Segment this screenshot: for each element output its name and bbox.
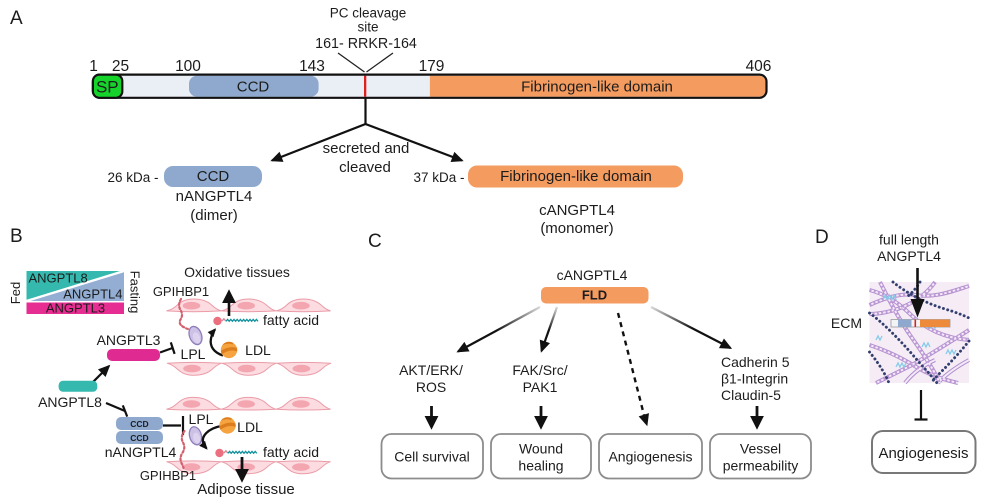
svg-text:permeability: permeability	[723, 458, 798, 474]
svg-text:PC cleavage: PC cleavage	[330, 6, 407, 21]
svg-text:cANGPTL4: cANGPTL4	[539, 202, 615, 219]
svg-text:B: B	[10, 226, 23, 247]
svg-text:LDL: LDL	[245, 342, 271, 358]
svg-text:nANGPTL4: nANGPTL4	[105, 444, 177, 460]
svg-text:Claudin-5: Claudin-5	[721, 387, 781, 403]
svg-text:GPIHBP1: GPIHBP1	[140, 468, 196, 483]
svg-text:A: A	[10, 8, 23, 29]
svg-text:fatty acid: fatty acid	[263, 312, 319, 328]
svg-text:FAK/Src/: FAK/Src/	[512, 362, 567, 378]
svg-text:ROS: ROS	[416, 379, 446, 395]
svg-text:179: 179	[419, 58, 445, 75]
svg-text:25: 25	[112, 58, 129, 75]
svg-text:Fed: Fed	[8, 282, 23, 304]
svg-text:GPIHBP1: GPIHBP1	[153, 284, 209, 299]
svg-text:Wound: Wound	[519, 441, 563, 457]
svg-text:LPL: LPL	[181, 346, 206, 362]
svg-text:CCD: CCD	[130, 433, 148, 443]
svg-text:secreted and: secreted and	[323, 140, 410, 157]
svg-text:SP: SP	[96, 78, 119, 97]
svg-text:Fibrinogen-like domain: Fibrinogen-like domain	[521, 79, 673, 96]
svg-text:37 kDa -: 37 kDa -	[413, 170, 464, 185]
svg-text:1: 1	[89, 58, 98, 75]
svg-text:406: 406	[746, 58, 772, 75]
svg-text:β1-Integrin: β1-Integrin	[721, 371, 788, 387]
svg-text:Adipose tissue: Adipose tissue	[197, 481, 295, 498]
svg-text:CCD: CCD	[237, 79, 270, 96]
svg-text:Cadherin 5: Cadherin 5	[721, 354, 790, 370]
svg-text:26 kDa -: 26 kDa -	[107, 170, 158, 185]
svg-text:Cell survival: Cell survival	[394, 449, 469, 465]
svg-text:site: site	[357, 20, 378, 35]
svg-text:fatty acid: fatty acid	[263, 444, 319, 460]
svg-text:Vessel: Vessel	[740, 441, 781, 457]
svg-text:ANGPTL4: ANGPTL4	[63, 287, 122, 302]
svg-text:nANGPTL4: nANGPTL4	[176, 188, 253, 205]
svg-text:Fibrinogen-like domain: Fibrinogen-like domain	[500, 168, 652, 185]
svg-text:LDL: LDL	[237, 419, 263, 435]
svg-text:CCD: CCD	[197, 168, 230, 185]
svg-text:CCD: CCD	[130, 419, 148, 429]
svg-text:100: 100	[175, 58, 201, 75]
svg-text:cleaved: cleaved	[339, 159, 391, 176]
svg-text:D: D	[815, 227, 829, 248]
svg-text:ANGPTL3: ANGPTL3	[46, 301, 105, 316]
svg-text:full length: full length	[879, 232, 939, 248]
svg-text:PAK1: PAK1	[523, 379, 558, 395]
svg-text:ANGPTL4: ANGPTL4	[877, 248, 941, 264]
svg-text:(monomer): (monomer)	[540, 220, 613, 237]
svg-text:ANGPTL3: ANGPTL3	[97, 332, 161, 348]
svg-text:FLD: FLD	[582, 288, 607, 303]
svg-text:ECM: ECM	[831, 315, 862, 331]
svg-text:161- RRKR-164: 161- RRKR-164	[315, 36, 417, 52]
svg-text:ANGPTL8: ANGPTL8	[38, 394, 102, 410]
svg-text:Angiogenesis: Angiogenesis	[608, 449, 692, 465]
svg-text:ANGPTL8: ANGPTL8	[29, 271, 88, 286]
svg-text:LPL: LPL	[189, 411, 214, 427]
svg-text:Oxidative tissues: Oxidative tissues	[184, 264, 290, 280]
svg-text:AKT/ERK/: AKT/ERK/	[399, 362, 463, 378]
svg-text:healing: healing	[518, 458, 563, 474]
svg-text:C: C	[368, 231, 382, 252]
svg-text:Angiogenesis: Angiogenesis	[878, 445, 968, 462]
svg-text:Fasting: Fasting	[128, 271, 143, 314]
svg-text:cANGPTL4: cANGPTL4	[557, 267, 628, 283]
svg-text:143: 143	[299, 58, 325, 75]
svg-text:(dimer): (dimer)	[190, 207, 238, 224]
